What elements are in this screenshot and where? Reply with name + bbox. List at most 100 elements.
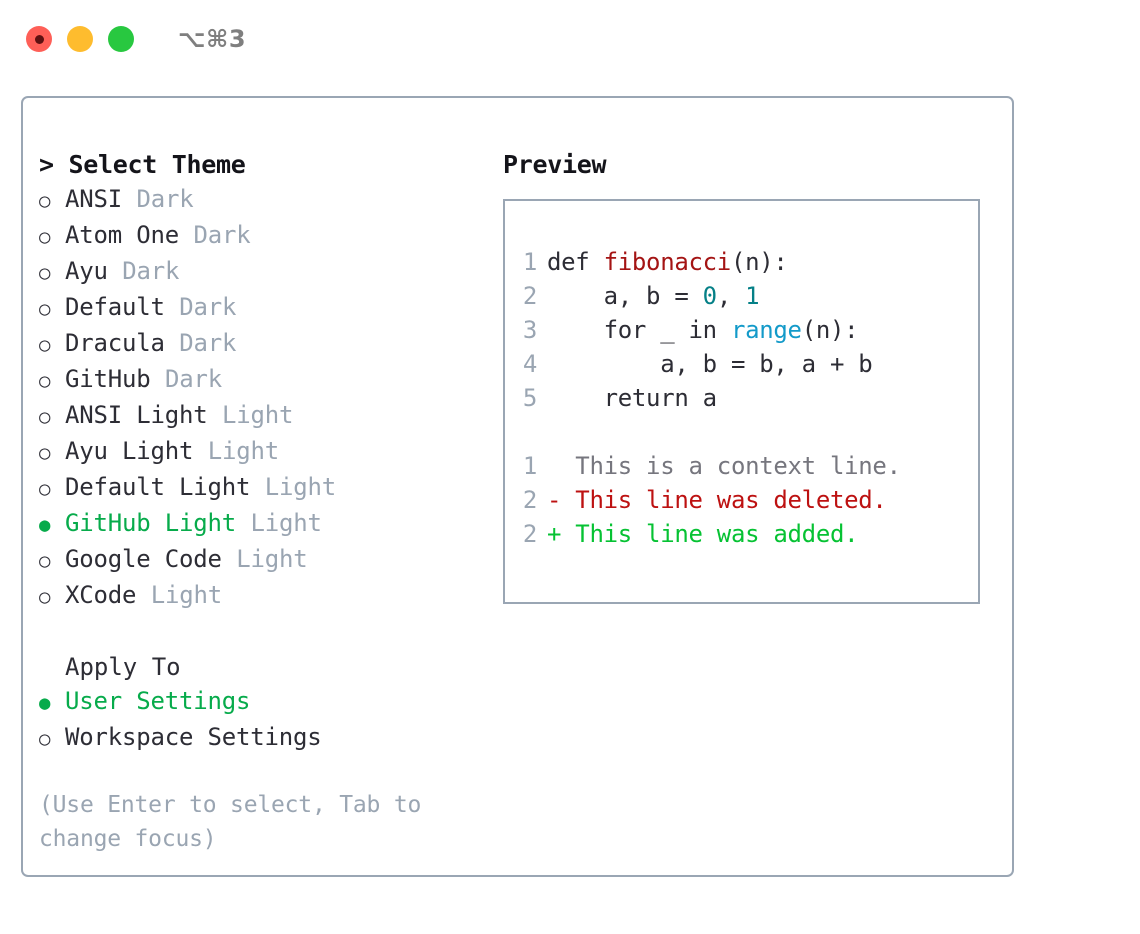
window-titlebar: ⌥⌘3	[0, 0, 1140, 78]
theme-option-variant-tag: Dark	[122, 257, 180, 285]
theme-option-label: Google Code	[65, 545, 222, 573]
theme-option[interactable]: ○Google Code Light	[39, 542, 493, 578]
line-number: 5	[522, 384, 537, 412]
radio-unselected-icon: ○	[39, 334, 51, 356]
theme-option[interactable]: ○Dracula Dark	[39, 326, 493, 362]
code-line-text: a, b = 0, 1	[547, 279, 760, 313]
minimize-button[interactable]	[67, 26, 93, 52]
diff-preview-block: 1 This is a context line. 2 - This line wa…	[513, 449, 978, 551]
code-token: - This line was deleted.	[547, 486, 887, 514]
code-token: 0	[702, 282, 717, 310]
code-line: 5 return a	[513, 381, 978, 415]
theme-selector-column: > Select Theme ○ANSI Dark○Atom One Dark○…	[23, 98, 493, 875]
code-line: 2 a, b = 0, 1	[513, 279, 978, 313]
code-token: for _ in	[547, 316, 731, 344]
theme-option-label: Dracula	[65, 329, 165, 357]
theme-option[interactable]: ○ Atom One Dark	[39, 218, 493, 254]
radio-unselected-icon: ○	[39, 478, 51, 500]
radio-unselected-icon: ○	[39, 226, 51, 248]
theme-option-variant-tag: Light	[150, 581, 222, 609]
code-token: 1	[745, 282, 760, 310]
main-panel: > Select Theme ○ANSI Dark○Atom One Dark○…	[21, 96, 1014, 877]
theme-option-label: Atom One	[65, 221, 179, 249]
theme-option[interactable]: ○Ayu Light Light	[39, 434, 493, 470]
code-line-text: + This line was added.	[547, 517, 859, 551]
keyboard-hint-text: (Use Enter to select, Tab to change focu…	[39, 792, 435, 852]
apply-to-list[interactable]: ●User Settings○Workspace Settings	[39, 684, 493, 756]
code-line: 1 def fibonacci(n):	[513, 245, 978, 279]
radio-unselected-icon: ○	[39, 406, 51, 428]
theme-option[interactable]: ○Default Light Light	[39, 470, 493, 506]
theme-option-label: Ayu	[65, 257, 108, 285]
theme-option-variant-tag: Dark	[193, 221, 251, 249]
spacer	[250, 470, 264, 504]
theme-option-label: XCode	[65, 581, 137, 609]
theme-option[interactable]: ●GitHub Light Light	[39, 506, 493, 542]
line-number: 2	[522, 520, 537, 548]
theme-option-label: Default	[65, 293, 165, 321]
apply-to-option[interactable]: ○Workspace Settings	[39, 720, 493, 756]
code-token: a, b =	[547, 282, 703, 310]
code-token: (n):	[730, 248, 788, 276]
radio-unselected-icon: ○	[39, 370, 51, 392]
code-line-text: return a	[547, 381, 718, 415]
theme-option-label: ANSI	[65, 185, 122, 213]
radio-unselected-icon: ○	[39, 298, 51, 320]
diff-line: 1 This is a context line.	[513, 449, 978, 483]
code-line-text: a, b = b, a + b	[547, 347, 873, 381]
theme-option-variant-tag: Dark	[179, 293, 237, 321]
radio-unselected-icon: ○	[39, 190, 51, 212]
code-token: (n):	[801, 316, 859, 344]
diff-line: 2 + This line was added.	[513, 517, 978, 551]
code-token: def	[547, 248, 604, 276]
theme-option-label: Default Light	[65, 473, 251, 501]
traffic-light-group	[26, 26, 134, 52]
spacer	[151, 362, 165, 396]
radio-unselected-icon: ○	[39, 586, 51, 608]
theme-option[interactable]: ○ ANSI Dark	[39, 182, 493, 218]
line-number: 2	[522, 486, 537, 514]
theme-option-label: GitHub Light	[65, 509, 236, 537]
code-token: ,	[716, 282, 746, 310]
theme-option-label: Ayu Light	[65, 437, 194, 465]
spacer	[193, 434, 207, 468]
spacer	[222, 542, 236, 576]
line-number: 1	[522, 248, 537, 276]
apply-to-option-label: User Settings	[65, 687, 251, 715]
radio-unselected-icon: ○	[39, 728, 51, 750]
theme-option-variant-tag: Dark	[136, 185, 194, 213]
apply-to-option[interactable]: ●User Settings	[39, 684, 493, 720]
close-button[interactable]	[26, 26, 52, 52]
theme-option[interactable]: ○GitHub Dark	[39, 362, 493, 398]
code-line: 4 a, b = b, a + b	[513, 347, 978, 381]
code-line-text: def fibonacci(n):	[547, 245, 788, 279]
spacer	[108, 254, 122, 288]
line-number: 1	[522, 452, 537, 480]
spacer	[179, 218, 193, 252]
code-line-text: for _ in range(n):	[547, 313, 859, 347]
spacer	[165, 290, 179, 324]
maximize-button[interactable]	[108, 26, 134, 52]
theme-list[interactable]: ○ ANSI Dark ○ Atom One Dark ○ Ayu Dark ○ Defaul…	[39, 182, 493, 614]
spacer	[236, 506, 250, 540]
theme-option-variant-tag: Light	[221, 401, 294, 429]
spacer	[208, 398, 222, 432]
radio-unselected-icon: ○	[39, 262, 51, 284]
code-line: 3 for _ in range(n):	[513, 313, 978, 347]
spacer	[136, 578, 150, 612]
theme-option[interactable]: ○ Ayu Dark	[39, 254, 493, 290]
theme-option-variant-tag: Light	[236, 545, 308, 573]
radio-unselected-icon: ○	[39, 442, 51, 464]
code-token: fibonacci	[603, 248, 732, 276]
theme-option[interactable]: ○ ANSI Light Light	[39, 398, 493, 434]
line-number: 3	[522, 316, 537, 344]
theme-option-variant-tag: Dark	[164, 365, 222, 393]
theme-option[interactable]: ○ Default Dark	[39, 290, 493, 326]
spacer	[122, 182, 136, 216]
radio-selected-icon: ●	[39, 514, 51, 536]
theme-option[interactable]: ○ XCode Light	[39, 578, 493, 614]
theme-option-label: ANSI Light	[65, 401, 208, 429]
